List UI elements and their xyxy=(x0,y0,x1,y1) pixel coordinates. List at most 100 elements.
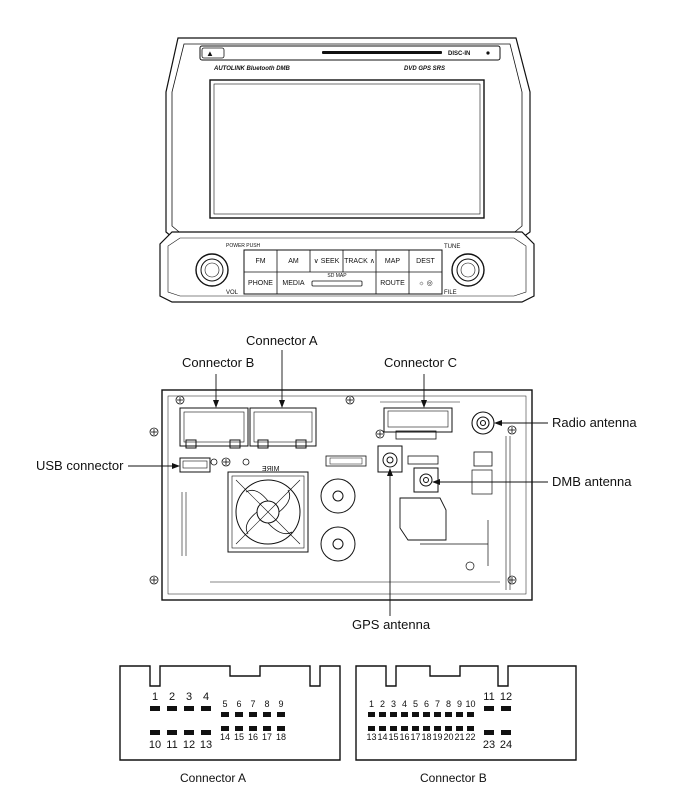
pin-label-12: 12 xyxy=(182,739,196,751)
vol-label: VOL xyxy=(226,290,239,296)
pin-label-4: 4 xyxy=(401,699,407,709)
pin-12 xyxy=(184,730,194,735)
pin-3 xyxy=(390,712,397,717)
pin-label-17: 17 xyxy=(261,732,272,742)
pin-label-18: 18 xyxy=(421,732,432,742)
connector-a-pins xyxy=(150,706,285,735)
pin-label-1: 1 xyxy=(368,699,374,709)
rear-panel xyxy=(149,389,533,601)
tune-label: TUNE xyxy=(444,244,461,250)
pin-label-16: 16 xyxy=(247,732,258,742)
sd-map-label: SD MAP xyxy=(327,273,347,279)
pin-12 xyxy=(501,706,511,711)
pin-10 xyxy=(150,730,160,735)
label-connector-a: Connector A xyxy=(246,333,318,348)
pin-14 xyxy=(379,726,386,731)
pin-label-22: 22 xyxy=(465,732,476,742)
pin-19 xyxy=(434,726,441,731)
pin-2 xyxy=(379,712,386,717)
label-gps-antenna: GPS antenna xyxy=(352,617,431,632)
caption-connector-a: Connector A xyxy=(180,771,247,785)
pin-label-15: 15 xyxy=(388,732,399,742)
connector-a-block xyxy=(249,407,317,449)
pin-label-8: 8 xyxy=(264,699,270,709)
leader-lines xyxy=(128,350,548,616)
pin-label-24: 24 xyxy=(499,739,513,751)
pin-13 xyxy=(201,730,211,735)
pin-9 xyxy=(277,712,285,717)
pin-10 xyxy=(467,712,474,717)
feature-logos-left: AUTOLINK Bluetooth DMB xyxy=(214,66,290,72)
connector-b-block xyxy=(179,407,249,449)
pin-6 xyxy=(235,712,243,717)
button-am: AM xyxy=(288,258,299,265)
head-unit xyxy=(159,37,535,303)
label-connector-c: Connector C xyxy=(384,355,457,370)
button-setup: ☼ ◎ xyxy=(418,280,433,287)
button-route: ROUTE xyxy=(380,280,405,287)
pin-16 xyxy=(401,726,408,731)
pin-17 xyxy=(263,726,271,731)
pin-24 xyxy=(501,730,511,735)
pin-4 xyxy=(201,706,211,711)
pin-label-15: 15 xyxy=(233,732,244,742)
pin-16 xyxy=(249,726,257,731)
connector-c-block xyxy=(383,407,453,440)
pin-18 xyxy=(277,726,285,731)
usb-port xyxy=(179,457,211,473)
pin-label-12: 12 xyxy=(499,691,513,703)
pin-6 xyxy=(423,712,430,717)
pin-3 xyxy=(184,706,194,711)
pin-label-10: 10 xyxy=(465,699,476,709)
pin-label-9: 9 xyxy=(278,699,284,709)
pin-15 xyxy=(390,726,397,731)
pin-label-6: 6 xyxy=(236,699,242,709)
pin-label-19: 19 xyxy=(432,732,443,742)
pin-18 xyxy=(423,726,430,731)
pin-label-3: 3 xyxy=(185,691,193,703)
connector-b-pinout-outline xyxy=(355,665,577,761)
button-map: MAP xyxy=(384,258,401,265)
pin-label-9: 9 xyxy=(456,699,462,709)
pin-4 xyxy=(401,712,408,717)
pin-label-17: 17 xyxy=(410,732,421,742)
power-push-label: POWER PUSH xyxy=(226,243,261,249)
pin-label-16: 16 xyxy=(399,732,410,742)
pin-label-1: 1 xyxy=(151,691,159,703)
fan-marking: MIRE xyxy=(262,466,280,473)
button-seek: ∨ SEEK xyxy=(313,258,340,265)
file-label: FILE xyxy=(444,290,457,296)
pin-label-5: 5 xyxy=(412,699,418,709)
pin-label-14: 14 xyxy=(219,732,230,742)
pin-23 xyxy=(484,730,494,735)
connector-b-pins xyxy=(368,706,511,735)
pin-label-5: 5 xyxy=(222,699,228,709)
pin-label-13: 13 xyxy=(199,739,213,751)
pin-label-23: 23 xyxy=(482,739,496,751)
pin-label-14: 14 xyxy=(377,732,388,742)
eject-icon: ▲ xyxy=(206,49,214,58)
button-phone: PHONE xyxy=(248,280,273,287)
pin-2 xyxy=(167,706,177,711)
pin-label-20: 20 xyxy=(443,732,454,742)
pin-14 xyxy=(221,726,229,731)
button-dest: DEST xyxy=(416,258,435,265)
pin-label-10: 10 xyxy=(148,739,162,751)
cooling-fan xyxy=(227,471,309,553)
pin-5 xyxy=(412,712,419,717)
pin-22 xyxy=(467,726,474,731)
pin-label-18: 18 xyxy=(275,732,286,742)
pin-17 xyxy=(412,726,419,731)
pin-5 xyxy=(221,712,229,717)
pin-label-21: 21 xyxy=(454,732,465,742)
pin-label-11: 11 xyxy=(166,739,178,751)
label-usb-connector: USB connector xyxy=(36,458,124,473)
pin-label-4: 4 xyxy=(202,691,210,703)
pin-label-8: 8 xyxy=(445,699,451,709)
tune-knob xyxy=(451,253,485,287)
label-radio-antenna: Radio antenna xyxy=(552,415,637,430)
disc-in-label: DISC-IN xyxy=(448,51,471,57)
feature-logos-right: DVD GPS SRS xyxy=(404,66,446,72)
pin-label-6: 6 xyxy=(423,699,429,709)
